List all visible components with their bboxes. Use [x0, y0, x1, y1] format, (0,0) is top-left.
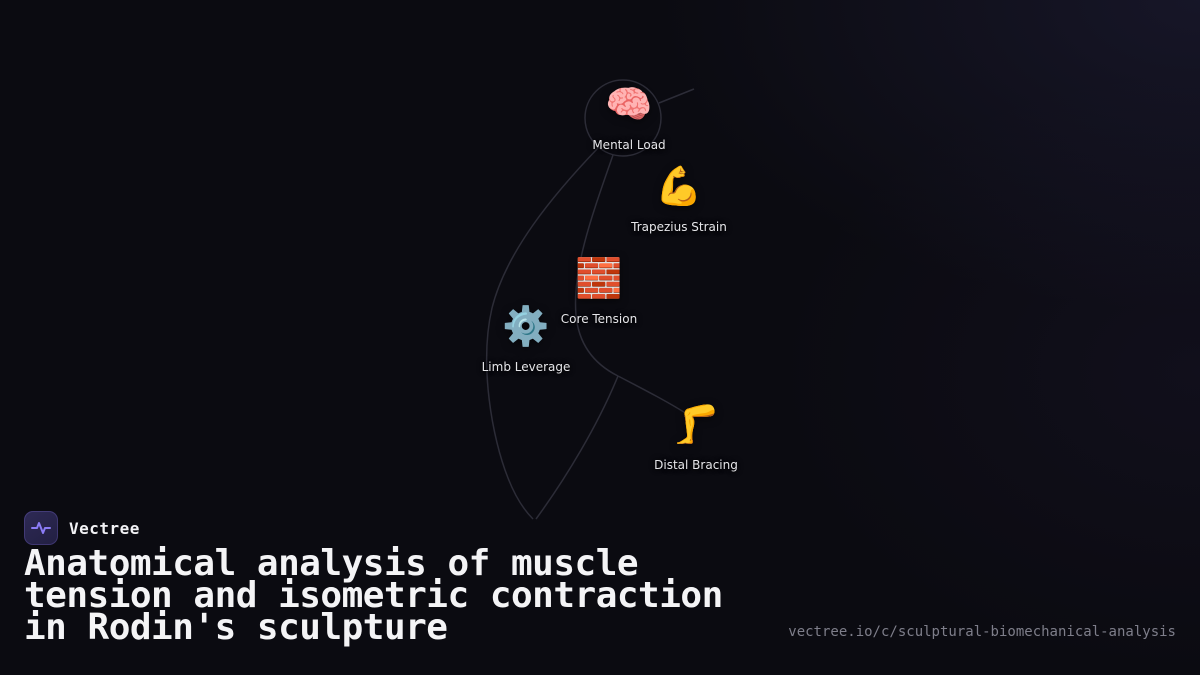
- pulse-wave-icon: [31, 522, 51, 534]
- root-node-ring: [584, 79, 662, 157]
- graph-node-trapezius-strain[interactable]: 💪 Trapezius Strain: [589, 167, 769, 234]
- brand-name: Vectree: [69, 518, 140, 538]
- flexed-biceps-icon: 💪: [655, 164, 703, 208]
- brick-icon: 🧱: [575, 256, 623, 300]
- gear-icon: ⚙️: [502, 304, 550, 348]
- graph-node-core-tension[interactable]: 🧱 Core Tension: [509, 259, 689, 326]
- brain-icon: 🧠: [605, 82, 653, 126]
- page-title: Anatomical analysis of muscle tension an…: [24, 543, 723, 648]
- node-label: Distal Bracing: [654, 458, 738, 472]
- node-label: Mental Load: [592, 138, 666, 152]
- node-label: Trapezius Strain: [631, 220, 727, 234]
- graph-node-limb-leverage[interactable]: ⚙️ Limb Leverage: [436, 307, 616, 374]
- canonical-url[interactable]: vectree.io/c/sculptural-biomechanical-an…: [788, 624, 1176, 640]
- graph-node-distal-bracing[interactable]: 🦵 Distal Bracing: [606, 405, 786, 472]
- leg-icon: 🦵: [672, 402, 720, 446]
- node-label: Core Tension: [560, 312, 638, 326]
- node-label: Limb Leverage: [481, 360, 571, 374]
- vectree-logo: [24, 511, 58, 545]
- brand: Vectree: [24, 511, 140, 545]
- graph-node-mental-load[interactable]: 🧠 Mental Load: [539, 85, 719, 152]
